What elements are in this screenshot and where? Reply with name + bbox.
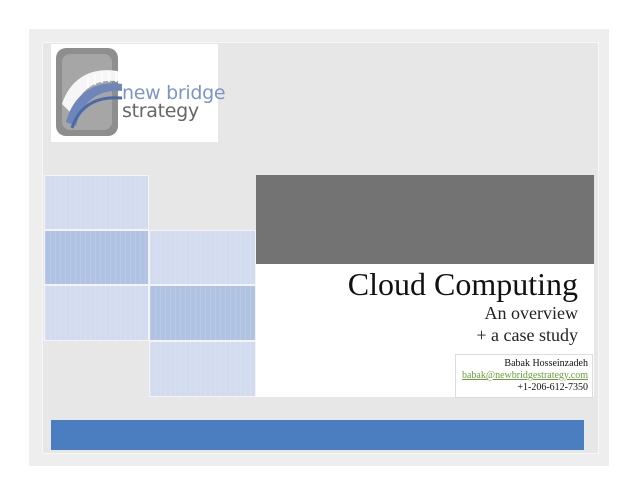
contact-email-link[interactable]: babak@newbridgestrategy.com: [461, 370, 588, 381]
decor-tile: [44, 175, 149, 230]
company-logo: new bridge strategy: [51, 44, 226, 142]
bridge-logo-icon: [56, 48, 122, 136]
contact-card: Babak Hosseinzadeh babak@newbridgestrate…: [456, 355, 592, 397]
slide-subtitle-2: + a case study: [476, 325, 578, 345]
decor-tile: [149, 230, 256, 285]
logo-wordmark-line1: new bridge: [122, 82, 226, 104]
decor-tile: [149, 285, 256, 341]
logo-wordmark-line2: strategy: [122, 100, 199, 122]
contact-phone: +1-206-612-7350: [517, 382, 588, 393]
footer-bar: [51, 420, 584, 450]
slide-subtitle-1: An overview: [484, 303, 578, 323]
decor-tile: [149, 341, 256, 397]
decor-tile: [44, 285, 149, 341]
contact-name: Babak Hosseinzadeh: [504, 358, 588, 369]
slide-title: Cloud Computing: [347, 266, 578, 302]
decor-tile: [44, 230, 149, 285]
